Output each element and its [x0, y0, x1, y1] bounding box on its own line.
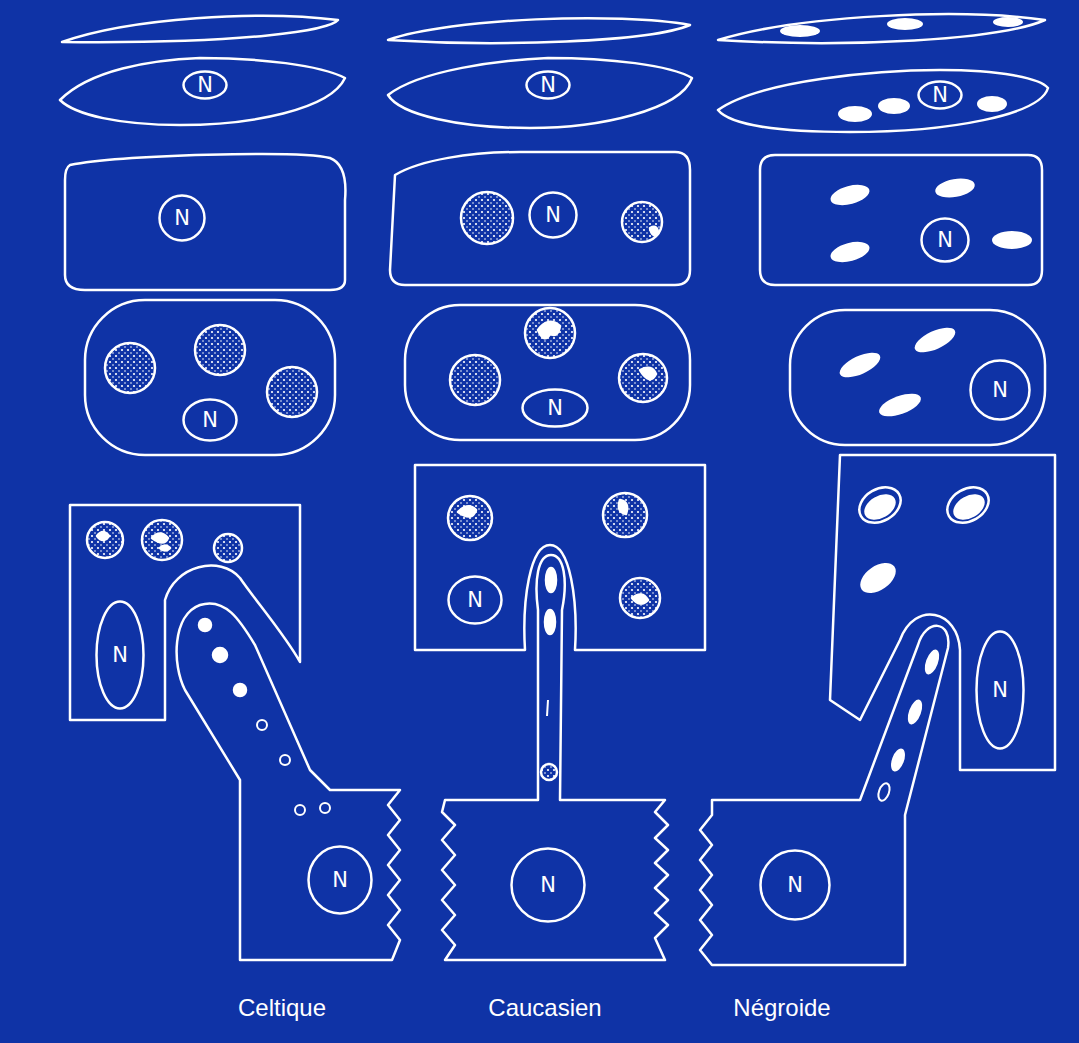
- column-caption: Négroide: [733, 995, 830, 1021]
- nucleus-letter: N: [540, 75, 556, 96]
- nucleus-ellipse: [160, 196, 205, 241]
- column-caption: Caucasien: [488, 995, 601, 1021]
- nucleus-letter: N: [112, 645, 128, 666]
- nucleus-ellipse: [449, 577, 502, 624]
- cell-nucleus: N: [447, 575, 503, 625]
- cell-nucleus: N: [759, 849, 831, 921]
- column-caption: Celtique: [238, 995, 326, 1021]
- cell-nucleus: N: [969, 359, 1031, 421]
- nucleus-letter: N: [467, 590, 483, 611]
- cell-nucleus: N: [525, 70, 571, 100]
- nucleus-ellipse: [523, 390, 588, 427]
- nucleus-ellipse: [97, 602, 144, 709]
- cell-nucleus: N: [917, 80, 963, 110]
- nucleus-ellipse: [761, 851, 830, 920]
- cell-nucleus: N: [182, 398, 238, 442]
- nucleus-letter: N: [540, 875, 556, 896]
- cell-nucleus: N: [307, 845, 373, 915]
- nucleus-ellipse: [527, 72, 570, 99]
- cell-nucleus: N: [158, 194, 206, 242]
- nucleus-ellipse: [971, 361, 1030, 420]
- nucleus-ellipse: [512, 849, 585, 922]
- nucleus-letter: N: [174, 208, 190, 229]
- nucleus-ellipse: [922, 219, 969, 262]
- nucleus-letter: N: [547, 398, 563, 419]
- nucleus-ellipse: [530, 193, 577, 238]
- nucleus-ellipse: [919, 82, 962, 109]
- cell-nucleus: N: [521, 388, 589, 428]
- cell-nucleus: N: [510, 847, 586, 923]
- nucleus-letter: N: [197, 75, 213, 96]
- nucleus-letter: N: [545, 205, 561, 226]
- nucleus-ellipse: [184, 72, 227, 99]
- nucleus-ellipse: [309, 847, 372, 914]
- nucleus-ellipse: [184, 400, 237, 441]
- caucasian-column: [388, 18, 705, 960]
- nucleus-letter: N: [992, 380, 1008, 401]
- nucleus-letter: N: [992, 680, 1008, 701]
- negroid-column: [700, 14, 1055, 965]
- nucleus-letter: N: [202, 410, 218, 431]
- nucleus-letter: N: [332, 870, 348, 891]
- celtic-column: [60, 16, 400, 960]
- cell-nucleus: N: [975, 630, 1025, 750]
- nucleus-letter: N: [787, 875, 803, 896]
- nucleus-ellipse: [977, 632, 1024, 749]
- nucleus-letter: N: [937, 230, 953, 251]
- cell-nucleus: N: [182, 70, 228, 100]
- cell-nucleus: N: [95, 600, 145, 710]
- nucleus-letter: N: [932, 85, 948, 106]
- cell-nucleus: N: [920, 217, 970, 263]
- cell-nucleus: N: [528, 191, 578, 239]
